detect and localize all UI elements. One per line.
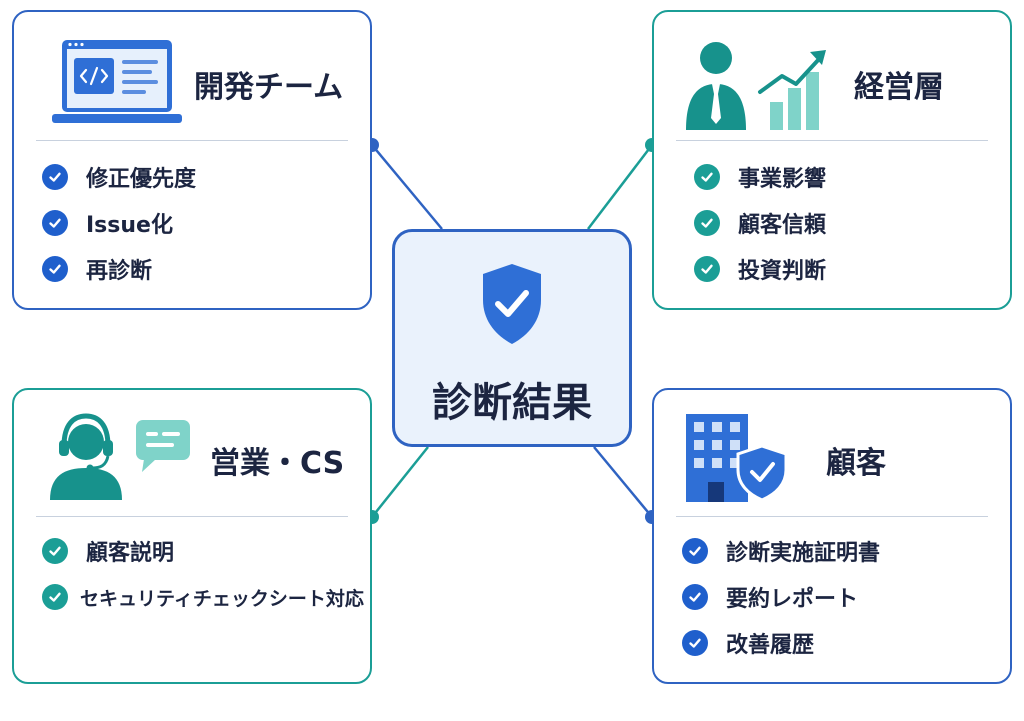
check-icon — [694, 164, 720, 190]
list-item: 顧客説明 — [42, 528, 364, 574]
check-icon — [42, 210, 68, 236]
list-item-label: 要約レポート — [726, 587, 859, 612]
card-sales-cs-list: 顧客説明 セキュリティチェックシート対応 — [42, 528, 364, 620]
building-shield-icon — [686, 414, 788, 502]
list-item-label: 改善履歴 — [726, 633, 815, 658]
list-item-label: セキュリティチェックシート対応 — [80, 587, 364, 610]
card-divider — [676, 516, 988, 517]
card-divider — [36, 516, 348, 517]
card-dev-team: 開発チーム 修正優先度 Issue化 再診断 — [12, 10, 372, 310]
diagnosis-result-title: 診断結果 — [432, 380, 592, 426]
list-item: 修正優先度 — [42, 154, 196, 200]
list-item-label: 再診断 — [86, 259, 153, 284]
list-item-label: 投資判断 — [738, 259, 827, 284]
check-icon — [694, 210, 720, 236]
list-item: 要約レポート — [682, 574, 880, 620]
list-item: 再診断 — [42, 246, 196, 292]
list-item-label: 修正優先度 — [86, 167, 197, 192]
check-icon — [42, 538, 68, 564]
list-item-label: 顧客信頼 — [738, 213, 827, 238]
shield-check-icon — [483, 264, 541, 344]
diagnosis-result-box: 診断結果 — [392, 229, 632, 447]
card-divider — [36, 140, 348, 141]
list-item-label: Issue化 — [86, 213, 173, 238]
card-executives: 経営層 事業影響 顧客信頼 投資判断 — [652, 10, 1012, 310]
list-item: 投資判断 — [694, 246, 826, 292]
card-divider — [676, 140, 988, 141]
list-item: 改善履歴 — [682, 620, 880, 666]
list-item: セキュリティチェックシート対応 — [42, 574, 364, 620]
card-sales-cs: 営業・CS 顧客説明 セキュリティチェックシート対応 — [12, 388, 372, 684]
check-icon — [682, 584, 708, 610]
check-icon — [42, 584, 68, 610]
check-icon — [682, 538, 708, 564]
card-sales-cs-title: 営業・CS — [210, 446, 345, 481]
check-icon — [694, 256, 720, 282]
list-item: 診断実施証明書 — [682, 528, 880, 574]
list-item: Issue化 — [42, 200, 196, 246]
list-item-label: 顧客説明 — [86, 541, 175, 566]
check-icon — [42, 256, 68, 282]
list-item-label: 事業影響 — [738, 167, 827, 192]
list-item: 事業影響 — [694, 154, 826, 200]
card-customer-title: 顧客 — [826, 446, 886, 481]
laptop-code-icon — [52, 40, 182, 123]
card-customer: 顧客 診断実施証明書 要約レポート 改善履歴 — [652, 388, 1012, 684]
card-dev-team-list: 修正優先度 Issue化 再診断 — [42, 154, 196, 292]
card-dev-team-title: 開発チーム — [194, 70, 344, 105]
list-item-label: 診断実施証明書 — [726, 541, 881, 566]
card-executives-list: 事業影響 顧客信頼 投資判断 — [694, 154, 826, 292]
executive-growth-chart-icon — [686, 42, 826, 130]
headset-support-icon — [50, 413, 190, 500]
check-icon — [42, 164, 68, 190]
card-executives-title: 経営層 — [854, 70, 944, 105]
check-icon — [682, 630, 708, 656]
card-customer-list: 診断実施証明書 要約レポート 改善履歴 — [682, 528, 880, 666]
list-item: 顧客信頼 — [694, 200, 826, 246]
